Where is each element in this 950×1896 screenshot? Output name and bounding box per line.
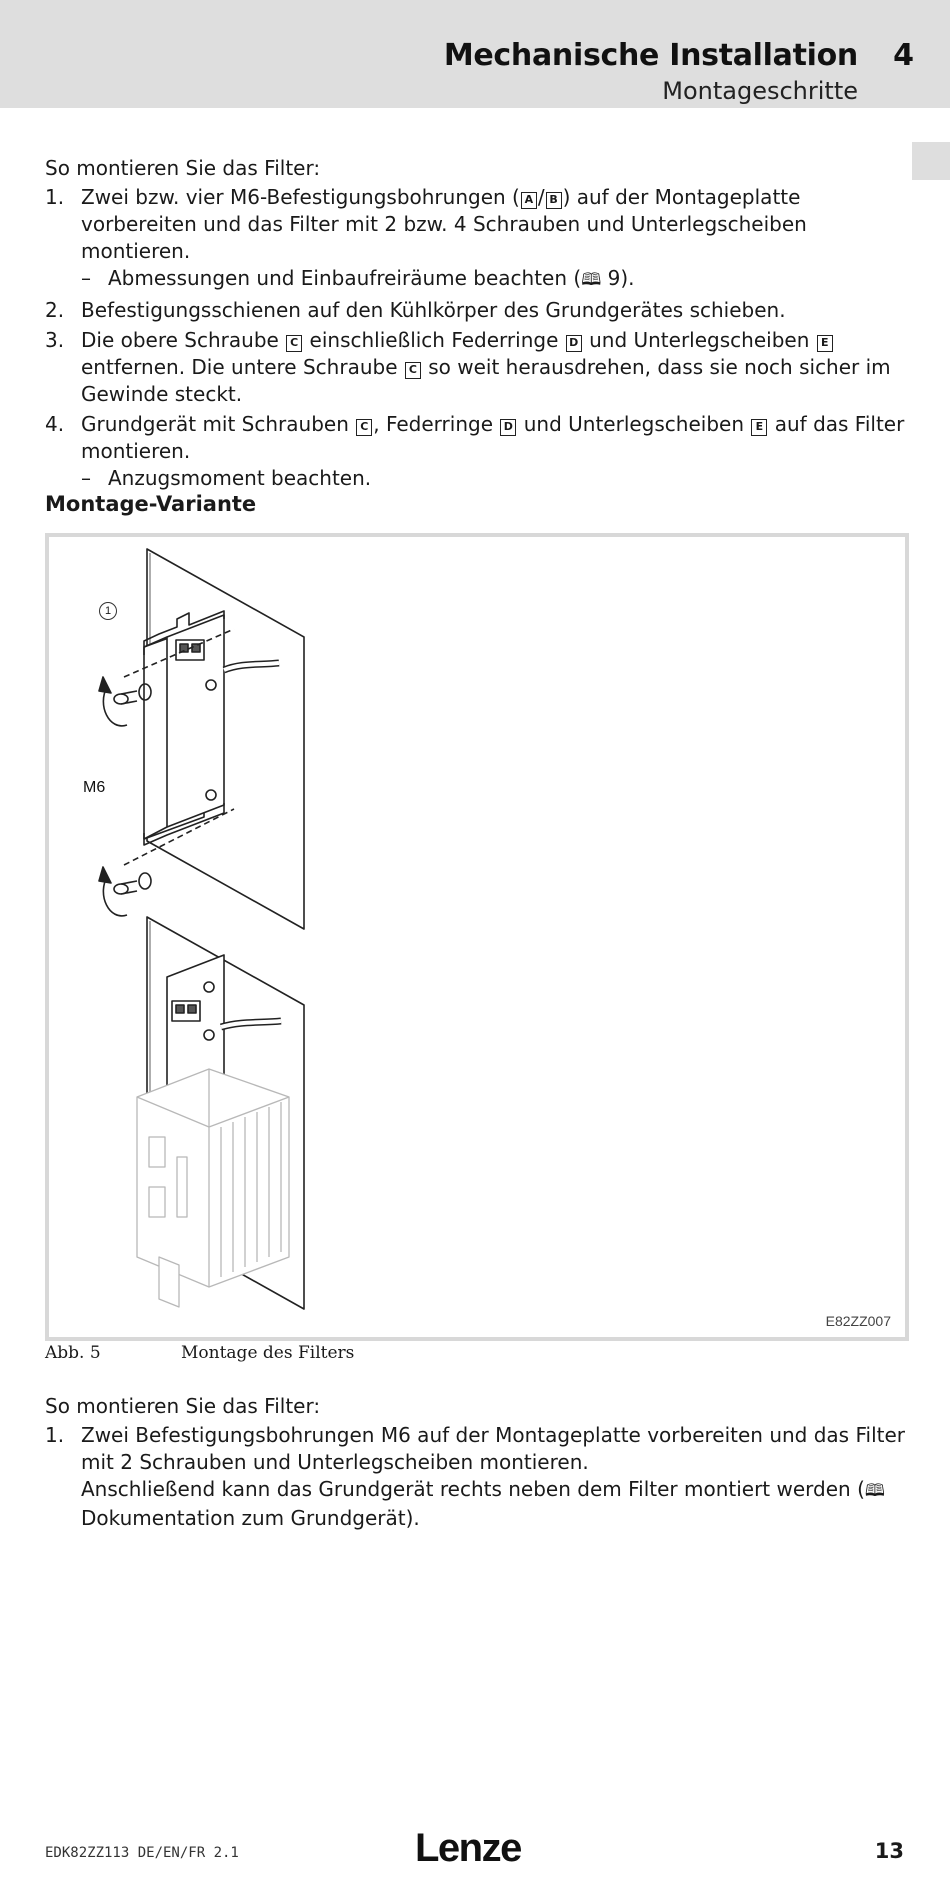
document-code: EDK82ZZ113 DE/EN/FR 2.1 bbox=[45, 1845, 239, 1861]
lenze-logo: Lenze bbox=[415, 1826, 522, 1870]
chapter-number: 4 bbox=[893, 38, 914, 73]
key-e-icon: E bbox=[816, 335, 833, 352]
caption-label: Abb. 5 bbox=[45, 1343, 101, 1363]
section-title: Montage-Variante bbox=[45, 492, 257, 516]
step-number: 2. bbox=[45, 298, 65, 322]
step-2: 2. Befestigungsschienen auf den Kühlkörp… bbox=[45, 298, 786, 322]
key-a-icon: A bbox=[520, 192, 537, 209]
caption-text: Montage des Filters bbox=[181, 1343, 355, 1363]
step-1: 1. Zwei bzw. vier M6-Befestigungsbohrung… bbox=[45, 184, 911, 294]
key-c-icon: C bbox=[356, 419, 373, 436]
step-4: 4. Grundgerät mit Schrauben C, Federring… bbox=[45, 411, 911, 492]
step-number: 4. bbox=[45, 412, 65, 436]
step-1-note: – Abmessungen und Einbaufreiräume beacht… bbox=[81, 266, 635, 290]
key-c-icon: C bbox=[404, 362, 421, 379]
book-reference-icon: 🕮 bbox=[864, 1481, 885, 1501]
mounting-drawing bbox=[98, 548, 305, 1310]
header-title: Mechanische Installation bbox=[443, 38, 858, 73]
mounting-instructions: So montieren Sie das Filter: 1. Zwei bzw… bbox=[45, 154, 911, 495]
variant-instructions: So montieren Sie das Filter: 1. Zwei Bef… bbox=[45, 1392, 911, 1535]
key-d-icon: D bbox=[565, 335, 582, 352]
variant-step-1: 1. Zwei Befestigungsbohrungen M6 auf der… bbox=[45, 1423, 905, 1530]
m6-label: M6 bbox=[83, 779, 106, 796]
figure-code: E82ZZ007 bbox=[825, 1313, 891, 1329]
key-c-icon: C bbox=[286, 335, 303, 352]
mounting-figure: 1 M6 E82ZZ007 bbox=[45, 533, 909, 1341]
step-3: 3. Die obere Schraube C einschließlich F… bbox=[45, 328, 891, 406]
step-number: 1. bbox=[45, 1423, 65, 1447]
chapter-tab-marker bbox=[912, 142, 950, 180]
header-subtitle: Montageschritte bbox=[662, 77, 858, 105]
page-header: Mechanische Installation 4 Montageschrit… bbox=[0, 0, 950, 108]
step-number: 1. bbox=[45, 185, 65, 209]
key-b-icon: B bbox=[545, 192, 562, 209]
key-e-icon: E bbox=[751, 419, 768, 436]
instructions-intro: So montieren Sie das Filter: bbox=[45, 156, 321, 180]
key-d-icon: D bbox=[500, 419, 517, 436]
page-number: 13 bbox=[874, 1839, 904, 1863]
detail-marker: 1 bbox=[99, 602, 117, 620]
instructions-intro: So montieren Sie das Filter: bbox=[45, 1394, 321, 1418]
step-4-note: – Anzugsmoment beachten. bbox=[81, 466, 372, 490]
step-number: 3. bbox=[45, 328, 65, 352]
steps-list: 1. Zwei Befestigungsbohrungen M6 auf der… bbox=[45, 1422, 911, 1532]
steps-list: 1. Zwei bzw. vier M6-Befestigungsbohrung… bbox=[45, 184, 911, 492]
book-reference-icon: 🕮 bbox=[581, 270, 602, 290]
